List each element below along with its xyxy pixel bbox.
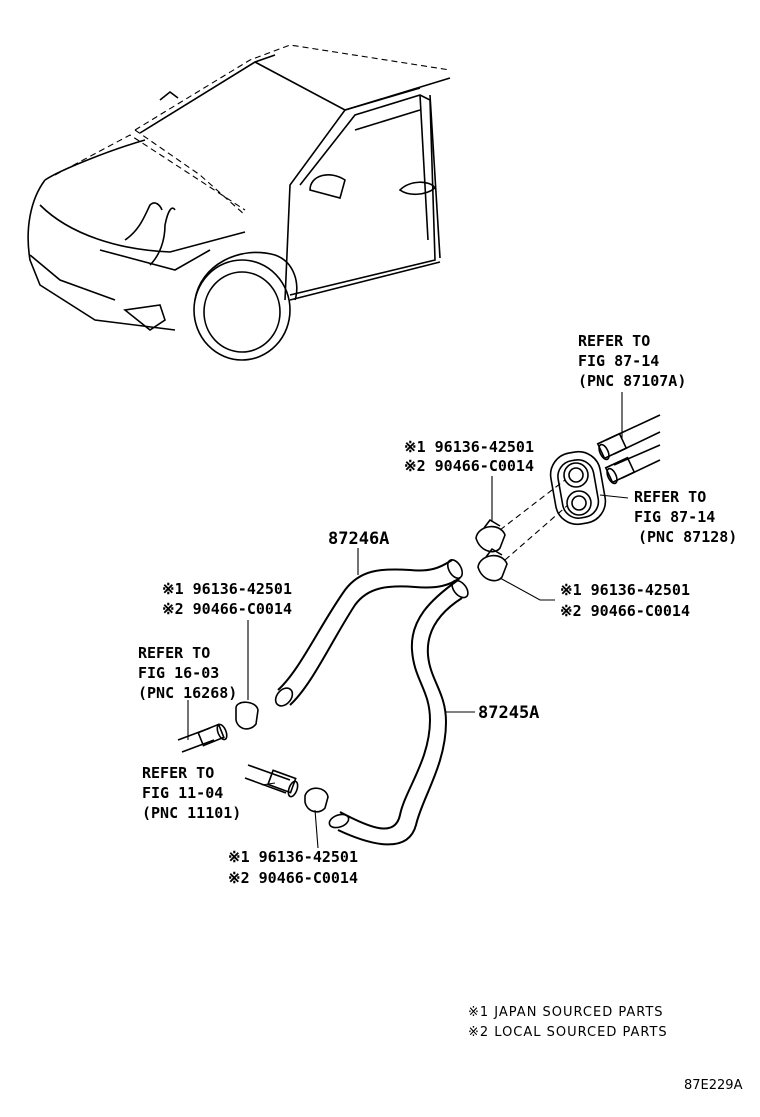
ref-left-mid-line3: (PNC 16268) (138, 684, 237, 702)
ref-left-mid-line2: FIG 16-03 (138, 664, 219, 682)
ref-right-line1: REFER TO (634, 488, 706, 506)
callout-ref-left-mid: REFER TO FIG 16-03 (PNC 16268) (138, 644, 237, 702)
callout-ref-right: REFER TO FIG 87-14 (PNC 87128) (634, 488, 737, 546)
ref-right-line3: (PNC 87128) (638, 528, 737, 546)
ref-right-line2: FIG 87-14 (634, 508, 715, 526)
clamp-right-line1: ※1 96136-42501 (560, 581, 690, 599)
callout-ref-top: REFER TO FIG 87-14 (PNC 87107A) (578, 332, 686, 390)
callout-clamp-right: ※1 96136-42501 ※2 90466-C0014 (560, 581, 690, 620)
part-label-87246a: 87246A (328, 529, 389, 549)
ref-top-line1: REFER TO (578, 332, 650, 350)
clamp-bottom-line2: ※2 90466-C0014 (228, 869, 358, 887)
ref-left-mid-line1: REFER TO (138, 644, 210, 662)
figure-code: 87E229A (684, 1078, 743, 1093)
pipe-left-low (244, 764, 299, 798)
ref-left-low-line3: (PNC 11101) (142, 804, 241, 822)
clamp-top-line1: ※1 96136-42501 (404, 438, 534, 456)
clamp-left-line1: ※1 96136-42501 (162, 580, 292, 598)
clamp-bottom-line1: ※1 96136-42501 (228, 848, 358, 866)
ref-top-line2: FIG 87-14 (578, 352, 659, 370)
callout-ref-left-low: REFER TO FIG 11-04 (PNC 11101) (142, 764, 241, 822)
grommet (549, 450, 629, 526)
ref-top-line3: (PNC 87107A) (578, 372, 686, 390)
legend-note-2: ※2 LOCAL SOURCED PARTS (468, 1025, 668, 1040)
callout-clamp-bottom: ※1 96136-42501 ※2 90466-C0014 (228, 848, 358, 887)
clamp-top-line2: ※2 90466-C0014 (404, 457, 534, 475)
ref-left-low-line2: FIG 11-04 (142, 784, 223, 802)
clamp-pair-right (475, 476, 555, 601)
clamp-left-line2: ※2 90466-C0014 (162, 600, 292, 618)
pipe-left-mid (177, 700, 228, 753)
car-illustration (27, 44, 451, 361)
clamp-right-line2: ※2 90466-C0014 (560, 602, 690, 620)
ref-left-low-line1: REFER TO (142, 764, 214, 782)
legend-note-1: ※1 JAPAN SOURCED PARTS (468, 1005, 664, 1020)
hose-87246a (274, 548, 464, 707)
callout-clamp-top: ※1 96136-42501 ※2 90466-C0014 (404, 438, 534, 475)
hose-87245a (328, 579, 475, 846)
clamp-bottom (304, 787, 329, 849)
pipe-group-upper-right (596, 392, 661, 485)
callout-clamp-left: ※1 96136-42501 ※2 90466-C0014 (162, 580, 292, 618)
clamp-left (235, 620, 259, 730)
part-label-87245a: 87245A (478, 703, 539, 723)
legend: ※1 JAPAN SOURCED PARTS ※2 LOCAL SOURCED … (468, 1005, 668, 1040)
